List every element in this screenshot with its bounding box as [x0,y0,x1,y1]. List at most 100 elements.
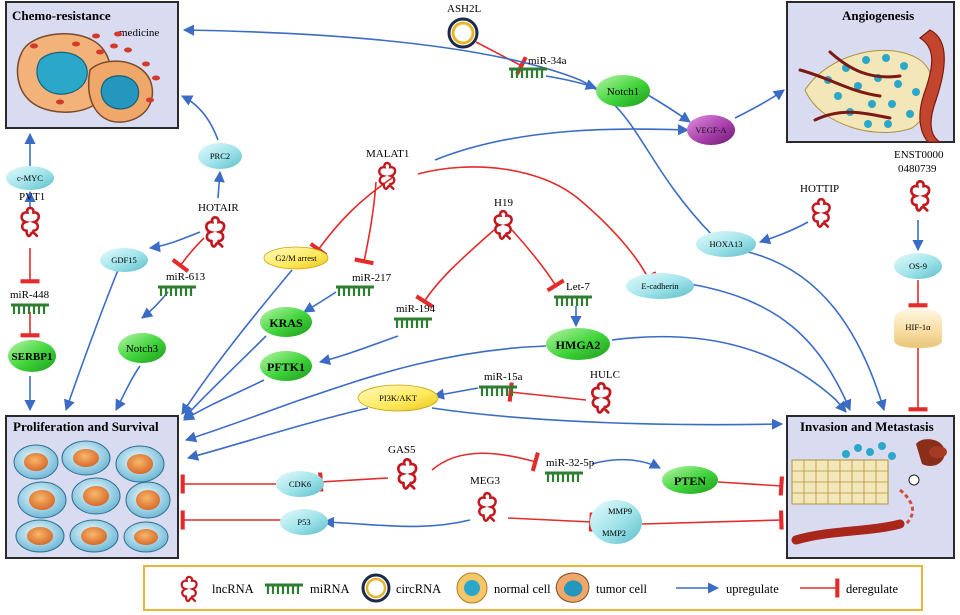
proliferation-box: Proliferation and Survival [5,415,179,559]
connector-lines [20,24,928,532]
gdf15-label: GDF15 [111,255,137,265]
legend-tumor-cell: tumor cell [555,572,648,603]
lncrna-hulc: HULC [590,369,620,415]
enst-label-line1: ENST0000 [894,149,944,161]
circrna-ash2l: ASH2L [447,3,482,49]
node-notch1: Notch1 [596,75,650,107]
node-notch3: Notch3 [118,333,166,363]
tumor-cell-illustration [16,31,160,123]
node-mmp: MMP9 MMP2 [590,500,642,544]
let7-label: Let-7 [566,281,590,293]
lncrna-hotair: HOTAIR [198,202,239,248]
legend-normal-label: normal cell [494,582,551,596]
lncrna-meg3: MEG3 [470,475,500,523]
invasion-title: Invasion and Metastasis [800,419,934,434]
pten-label: PTEN [674,474,706,488]
hoxa13-label: HOXA13 [709,239,742,249]
node-pftk1: PFTK1 [260,351,312,381]
lncrna-hottip: HOTTIP [800,183,839,229]
mir34a-label: miR-34a [528,55,567,67]
node-serbp1: SERBP1 [8,340,56,372]
legend-upregulate: upregulate [676,582,779,596]
hmga2-label: HMGA2 [556,338,601,352]
node-os9: OS-9 [894,253,942,279]
angiogenesis-illustration [798,29,945,143]
hif1a-label: HIF-1α [905,322,931,332]
os9-label: OS-9 [909,261,927,271]
lncrna-pvt1: PVT1 [19,191,45,238]
legend-circrna-label: circRNA [396,582,441,596]
hottip-label: HOTTIP [800,183,839,195]
lncrna-h19: H19 [493,197,513,241]
notch1-label: Notch1 [607,86,639,98]
mir194-label: miR-194 [396,303,436,315]
p53-label: P53 [297,517,310,527]
legend-mirna: miRNA [264,582,350,596]
node-ecadherin: E-cadherin [626,273,694,299]
mir32-label: miR-32-5p [546,457,595,469]
h19-label: H19 [494,197,513,209]
enst-label-line2: 0480739 [898,163,937,175]
node-pten: PTEN [662,466,718,494]
prc2-label: PRC2 [210,151,230,161]
mirna-mir448: miR-448 [10,289,50,316]
ash2l-label: ASH2L [447,3,482,15]
chemo-resistance-title: Chemo-resistance [12,8,111,23]
lncrna-malat1: MALAT1 [366,148,409,191]
lncrna-enst: ENST0000 0480739 [894,149,944,213]
node-cdk6: CDK6 [276,471,324,497]
invasion-box: Invasion and Metastasis [786,415,955,559]
legend-normal-cell: normal cell [456,572,551,604]
node-gdf15: GDF15 [100,248,148,272]
mirna-mir217: miR-217 [334,272,392,298]
proliferation-title: Proliferation and Survival [13,419,159,434]
medicine-label: medicine [119,27,159,39]
pvt1-label: PVT1 [19,191,45,203]
mmp2-label: MMP2 [602,528,626,538]
node-hmga2: HMGA2 [546,328,610,360]
cdk6-label: CDK6 [289,479,311,489]
legend-lncrna: lncRNA [180,575,254,603]
notch3-label: Notch3 [126,343,159,355]
legend-circrna: circRNA [361,573,441,603]
mirna-let7: Let-7 [552,281,594,308]
legend-lncrna-label: lncRNA [212,582,254,596]
pftk1-label: PFTK1 [267,360,305,374]
mirna-mir32: miR-32-5p [543,457,595,484]
serbp1-label: SERBP1 [12,351,53,363]
malat1-label: MALAT1 [366,148,409,160]
node-hoxa13: HOXA13 [696,231,756,257]
node-pi3k-akt: PI3K/AKT [357,384,439,412]
mirna-mir34a: miR-34a [508,55,567,80]
mir613-label: miR-613 [166,271,206,283]
node-prc2: PRC2 [198,143,242,169]
angiogenesis-box: Angiogenesis [786,1,955,143]
node-hif1a: HIF-1α [894,308,942,348]
hulc-label: HULC [590,369,620,381]
kras-label: KRAS [269,316,303,330]
mir217-label: miR-217 [352,272,392,284]
mir448-label: miR-448 [10,289,50,301]
node-cmyc: c-MYC [6,166,54,190]
legend-down-label: deregulate [846,582,899,596]
invasion-illustration [791,439,947,545]
legend-up-label: upregulate [726,582,779,596]
meg3-label: MEG3 [470,475,500,487]
mirna-mir194: miR-194 [392,303,436,330]
node-vegfa: VEGF-A [687,115,735,145]
proliferating-cells-illustration [13,440,171,553]
legend-mirna-label: miRNA [310,582,350,596]
legend-deregulate: deregulate [800,578,899,598]
node-kras: KRAS [260,307,312,337]
g2m-label: G2/M arrest [275,253,317,263]
hotair-label: HOTAIR [198,202,239,214]
cmyc-label: c-MYC [17,173,43,183]
chemo-resistance-box: Chemo-resistance medicine [5,1,179,129]
vegfa-label: VEGF-A [695,125,727,135]
mirna-mir613: miR-613 [156,271,206,298]
node-g2m-arrest: G2/M arrest [263,246,329,270]
legend-tumor-label: tumor cell [596,582,648,596]
gas5-label: GAS5 [388,444,416,456]
legend: lncRNA miRNA circRNA normal cell tumor c… [143,565,923,611]
